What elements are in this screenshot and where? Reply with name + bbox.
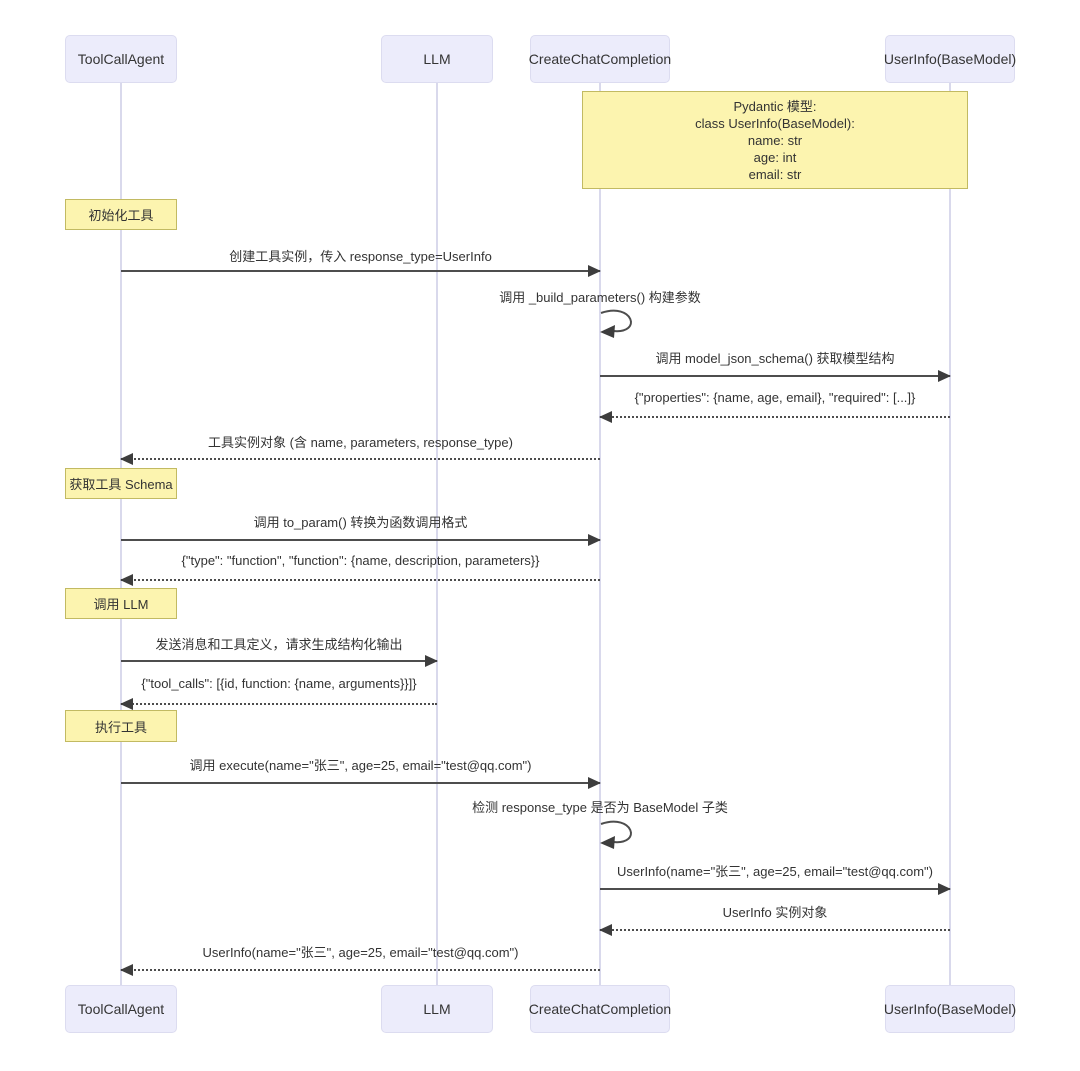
- note-pydantic-model: Pydantic 模型: class UserInfo(BaseModel): …: [582, 91, 968, 189]
- arrowhead-left-icon: [120, 574, 133, 586]
- message-label: {"properties": {name, age, email}, "requ…: [634, 390, 916, 405]
- message-label: {"type": "function", "function": {name, …: [181, 553, 540, 568]
- lifeline-llm: [436, 83, 438, 986]
- section-label-init-tool: 初始化工具: [65, 199, 177, 230]
- message-arrow: [120, 964, 600, 976]
- message-label: {"tool_calls": [{id, function: {name, ar…: [141, 676, 417, 691]
- message-arrow: [121, 655, 438, 667]
- lifeline-toolcallagent: [120, 83, 122, 986]
- lifeline-userinfo: [949, 83, 951, 986]
- message-label: 创建工具实例，传入 response_type=UserInfo: [229, 249, 492, 264]
- message-arrow: [599, 411, 950, 423]
- message-arrow: [121, 265, 601, 277]
- message-arrow: [599, 924, 950, 936]
- message-label: 调用 to_param() 转换为函数调用格式: [253, 515, 468, 530]
- message-label: UserInfo 实例对象: [722, 905, 828, 920]
- arrowhead-right-icon: [938, 883, 951, 895]
- arrowhead-right-icon: [588, 777, 601, 789]
- participant-toolcallagent-bottom: ToolCallAgent: [65, 985, 177, 1033]
- message-arrow: [600, 370, 951, 382]
- participant-createchatcompletion-top: CreateChatCompletion: [529, 35, 671, 83]
- participant-toolcallagent-top: ToolCallAgent: [65, 35, 177, 83]
- section-label-get-schema: 获取工具 Schema: [65, 468, 177, 499]
- message-label: 检测 response_type 是否为 BaseModel 子类: [472, 800, 728, 815]
- message-label: 工具实例对象 (含 name, parameters, response_typ…: [208, 435, 513, 450]
- message-arrow: [121, 534, 601, 546]
- self-loop-icon: [600, 309, 632, 338]
- participant-userinfo-bottom: UserInfo(BaseModel): [884, 985, 1016, 1033]
- arrowhead-right-icon: [588, 534, 601, 546]
- message-label: UserInfo(name="张三", age=25, email="test@…: [202, 945, 519, 960]
- arrowhead-right-icon: [425, 655, 438, 667]
- arrowhead-left-icon: [120, 698, 133, 710]
- note-line: name: str: [747, 133, 803, 148]
- note-line: class UserInfo(BaseModel):: [695, 116, 855, 131]
- arrowhead-right-icon: [588, 265, 601, 277]
- section-label-call-llm: 调用 LLM: [65, 588, 177, 619]
- arrowhead-left-icon: [120, 964, 133, 976]
- arrowhead-left-icon: [599, 411, 612, 423]
- message-label: 调用 model_json_schema() 获取模型结构: [655, 351, 895, 366]
- participant-llm-bottom: LLM: [381, 985, 493, 1033]
- participant-createchatcompletion-bottom: CreateChatCompletion: [529, 985, 671, 1033]
- message-label: 调用 execute(name="张三", age=25, email="tes…: [189, 758, 532, 773]
- message-arrow: [121, 777, 601, 789]
- section-label-execute-tool: 执行工具: [65, 710, 177, 742]
- note-line: age: int: [753, 150, 797, 165]
- note-line: email: str: [748, 167, 802, 182]
- message-arrow: [120, 574, 600, 586]
- message-label: UserInfo(name="张三", age=25, email="test@…: [617, 864, 933, 879]
- message-arrow: [120, 453, 600, 465]
- message-arrow: [120, 698, 437, 710]
- self-loop-icon: [600, 820, 632, 849]
- arrowhead-left-icon: [599, 924, 612, 936]
- arrowhead-right-icon: [938, 370, 951, 382]
- message-arrow: [600, 883, 951, 895]
- participant-userinfo-top: UserInfo(BaseModel): [884, 35, 1016, 83]
- arrowhead-left-icon: [120, 453, 133, 465]
- participant-llm-top: LLM: [381, 35, 493, 83]
- note-line: Pydantic 模型:: [733, 99, 817, 114]
- message-label: 发送消息和工具定义，请求生成结构化输出: [155, 637, 403, 652]
- message-label: 调用 _build_parameters() 构建参数: [499, 290, 701, 305]
